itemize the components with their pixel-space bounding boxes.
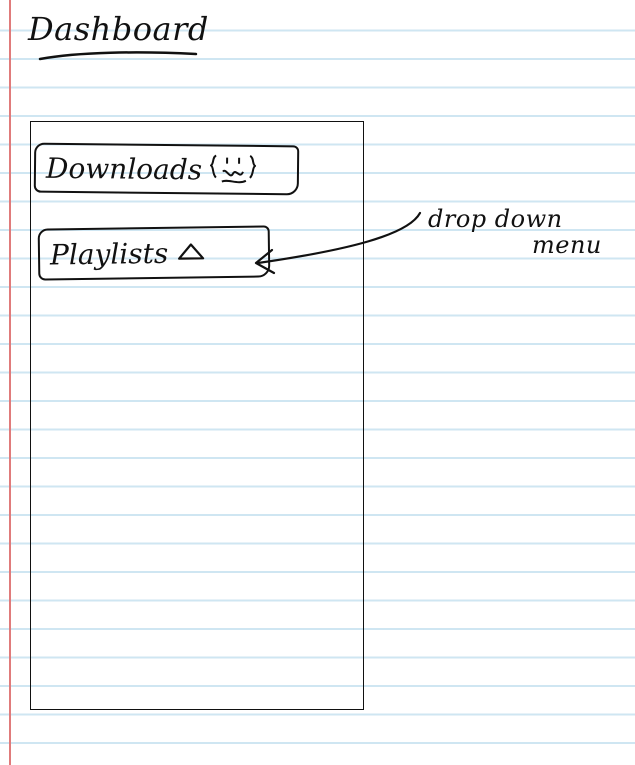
annotation-line-1: drop down bbox=[428, 205, 563, 233]
downloads-label: Downloads bbox=[45, 151, 203, 186]
page-title: Dashboard bbox=[28, 10, 209, 48]
title-underline bbox=[38, 51, 198, 61]
phone-screen-frame bbox=[30, 121, 364, 710]
annotation-line-2: menu bbox=[532, 231, 602, 259]
triangle-up-icon bbox=[176, 240, 206, 264]
annotation-note: drop down menu bbox=[428, 206, 602, 258]
playlists-dropdown-button[interactable]: Playlists bbox=[37, 225, 271, 281]
annotation-arrow bbox=[254, 211, 422, 275]
notebook-margin-line bbox=[9, 0, 11, 765]
playlists-label: Playlists bbox=[49, 236, 169, 271]
downloads-button[interactable]: Downloads bbox=[33, 142, 300, 196]
gear-icon bbox=[209, 151, 257, 187]
